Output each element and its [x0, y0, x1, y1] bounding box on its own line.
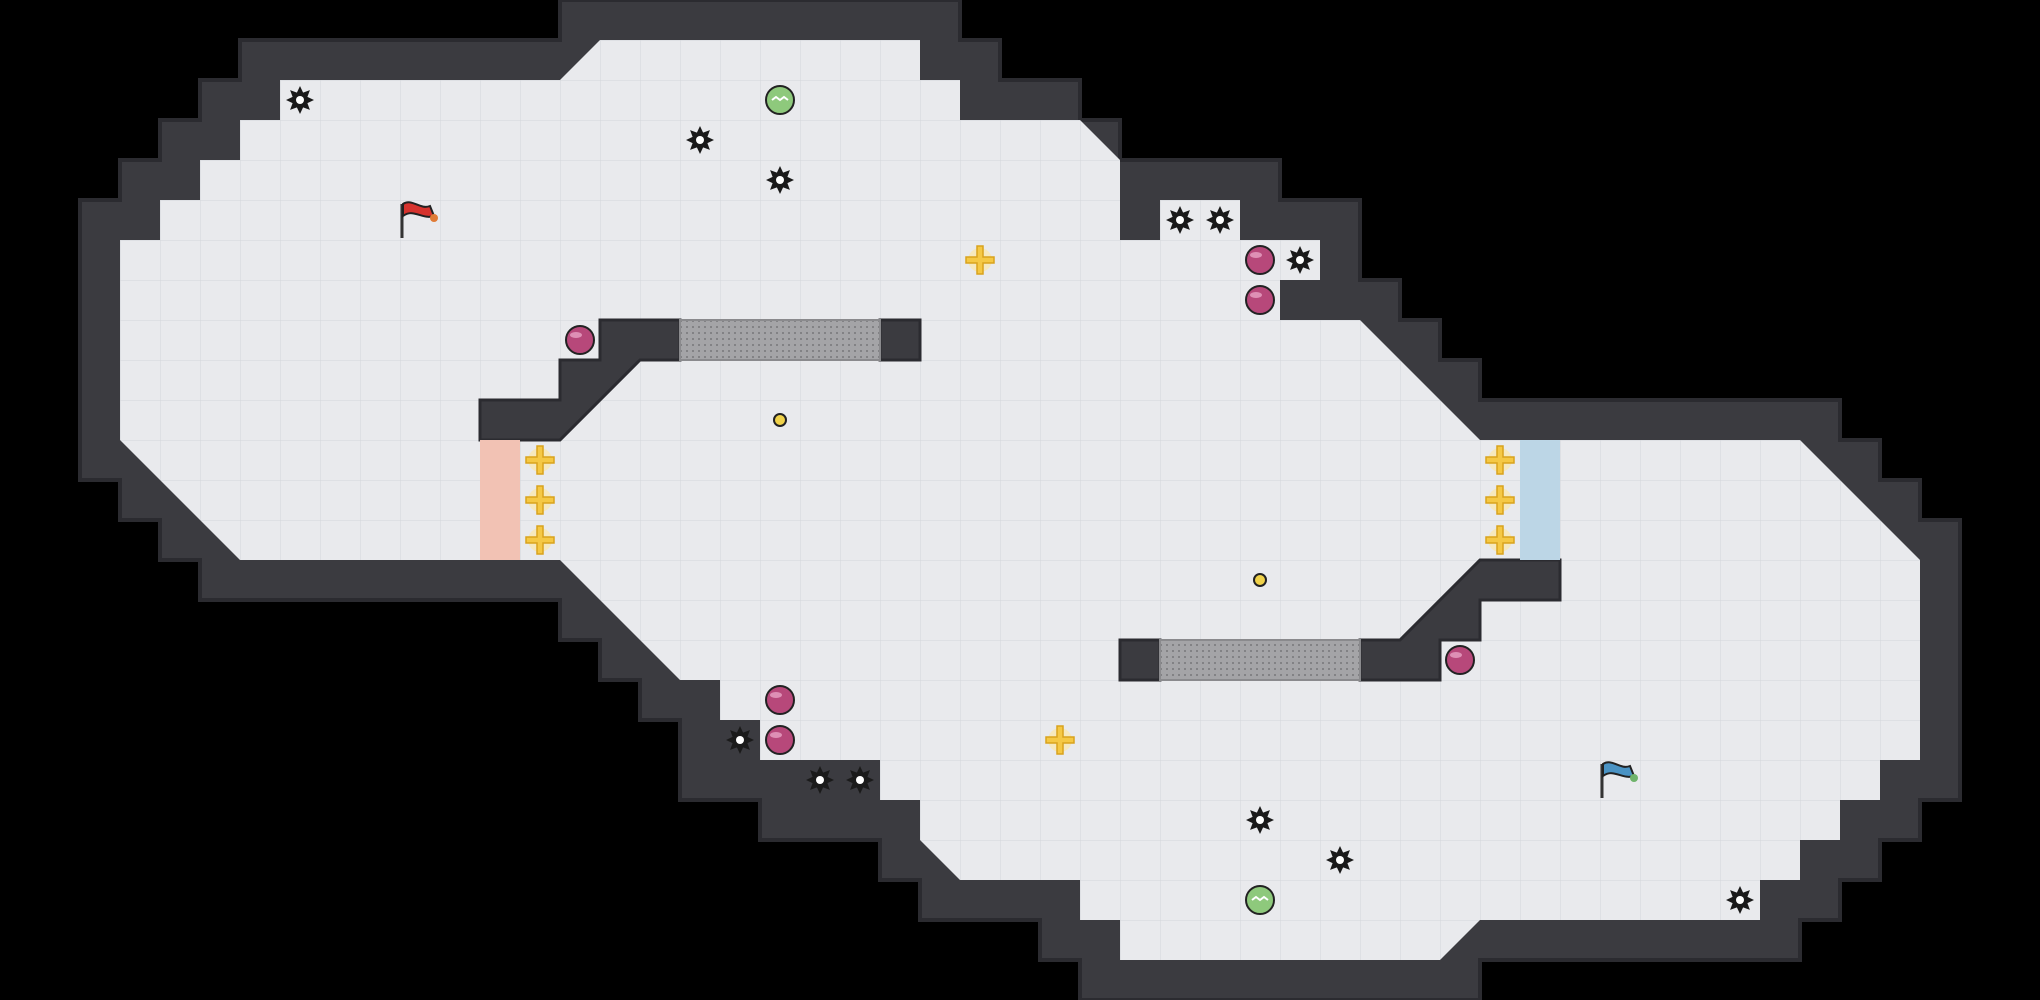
spikes: [286, 86, 1754, 914]
boost-icon: [765, 725, 795, 755]
spike-icon: [726, 726, 754, 754]
spike-icon: [1726, 886, 1754, 914]
spike-icon: [846, 766, 874, 794]
blue-flag-icon: [1600, 761, 1638, 798]
powerup-icon: [525, 485, 555, 515]
spike-icon: [1166, 206, 1194, 234]
powerup-icon: [525, 445, 555, 475]
boost-icon: [1245, 245, 1275, 275]
powerup-icon: [1485, 485, 1515, 515]
bomb-icon: [1253, 573, 1267, 587]
powerup-icon: [1485, 445, 1515, 475]
boost-icon: [1445, 645, 1475, 675]
boost-icon: [1245, 285, 1275, 315]
gate-bottom: [1159, 639, 1361, 681]
team-ball-icon: [765, 85, 795, 115]
gates: [679, 319, 1361, 681]
powerup-icon: [525, 525, 555, 555]
team-balls: [765, 85, 1275, 915]
boost-icon: [765, 685, 795, 715]
team-zones: [480, 440, 1560, 560]
spike-icon: [1206, 206, 1234, 234]
team-ball-icon: [1245, 885, 1275, 915]
red-flag-icon: [400, 201, 438, 238]
blue-endzone: [1520, 440, 1560, 560]
boosts: [565, 245, 1475, 755]
red-endzone: [480, 440, 520, 560]
spike-icon: [286, 86, 314, 114]
bomb-icon: [773, 413, 787, 427]
powerups: [525, 245, 1515, 755]
bombs: [773, 413, 1267, 587]
gate-top: [679, 319, 881, 361]
powerup-icon: [1485, 525, 1515, 555]
spike-icon: [1286, 246, 1314, 274]
boost-icon: [565, 325, 595, 355]
spike-icon: [1246, 806, 1274, 834]
spike-icon: [766, 166, 794, 194]
powerup-icon: [1045, 725, 1075, 755]
floor: [120, 40, 1920, 960]
spike-icon: [806, 766, 834, 794]
spike-icon: [686, 126, 714, 154]
inner-walls: [478, 318, 1562, 682]
powerup-icon: [965, 245, 995, 275]
spike-icon: [1326, 846, 1354, 874]
